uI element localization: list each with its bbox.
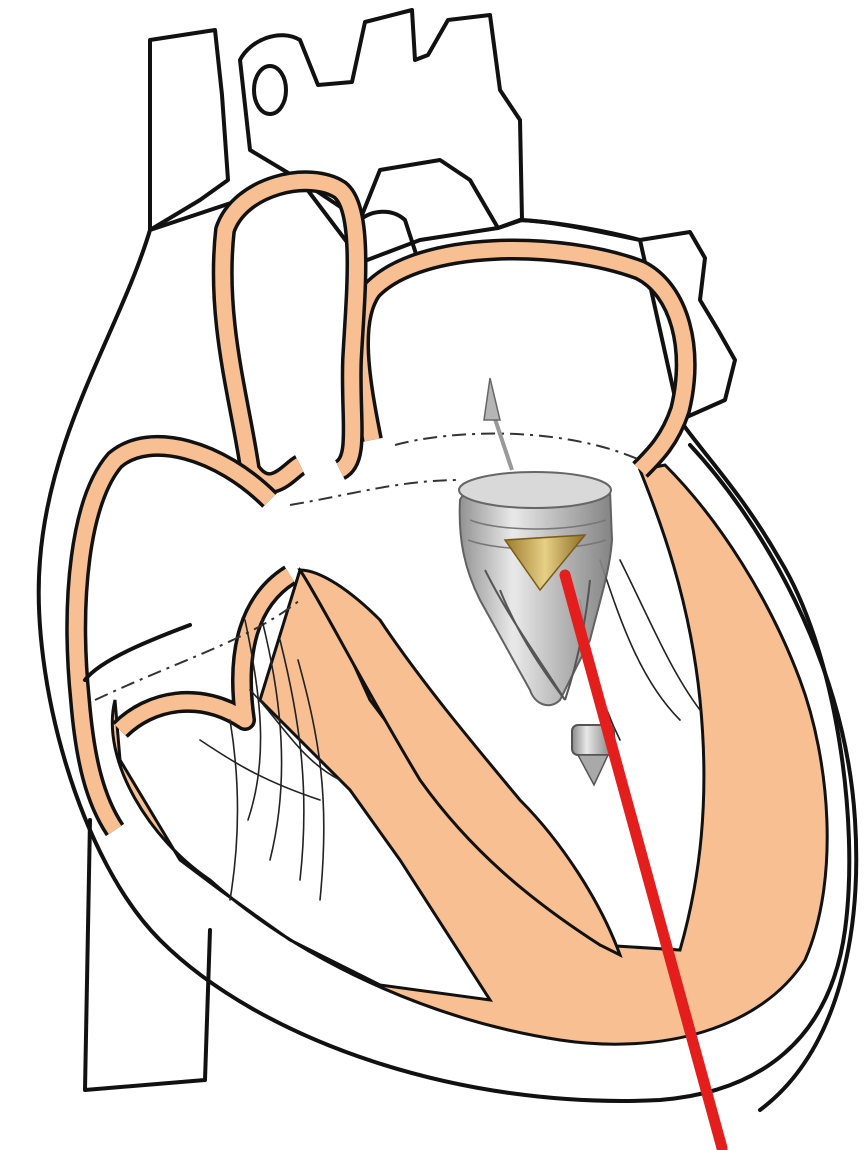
- left-atrium: [359, 250, 686, 470]
- mitral-valve-prosthesis: [459, 378, 614, 785]
- superior-vena-cava: [150, 30, 228, 230]
